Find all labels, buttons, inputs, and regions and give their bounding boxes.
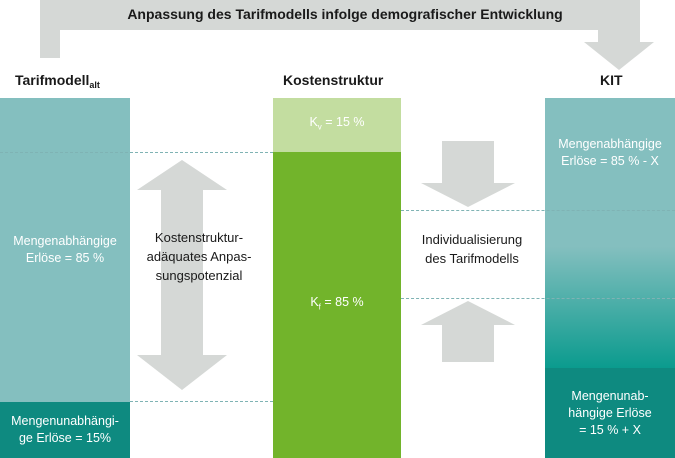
up-arrow <box>421 301 515 362</box>
left-upper-block: Mengenabhängige Erlöse = 85 % <box>0 98 130 402</box>
dashed-line-left-lower <box>130 401 273 402</box>
banner-arrow <box>40 0 654 70</box>
left-title-main: Tarifmodell <box>15 72 90 88</box>
individualization-label: Individualisierung des Tarifmodells <box>421 232 523 266</box>
adaptation-label: Kostenstruktur- adäquates Anpas- sungspo… <box>146 230 252 283</box>
left-title-sub: alt <box>89 80 100 90</box>
right-column-title: KIT <box>600 72 623 88</box>
right-lower-block: Mengenunab- hängige Erlöse = 15 % + X <box>545 368 675 458</box>
dashed-line-left-upper <box>0 152 273 153</box>
double-arrow <box>137 160 227 390</box>
left-lower-block: Mengenunabhängi- ge Erlöse = 15% <box>0 402 130 458</box>
left-lower-text: Mengenunabhängi- ge Erlöse = 15% <box>11 414 119 445</box>
kf-block: Kf = 85 % <box>273 152 401 458</box>
middle-column-title: Kostenstruktur <box>283 72 384 88</box>
left-column-title: Tarifmodellalt <box>15 72 100 90</box>
left-upper-text: Mengenabhängige Erlöse = 85 % <box>13 234 117 265</box>
dashed-line-right-upper <box>401 210 675 211</box>
right-upper-text: Mengenabhängige Erlöse = 85 % - X <box>558 137 662 168</box>
right-upper-block: Mengenabhängige Erlöse = 85 % - X <box>545 98 675 208</box>
kf-text: Kf = 85 % <box>310 295 364 312</box>
right-lower-text: Mengenunab- hängige Erlöse = 15 % + X <box>568 388 652 437</box>
kv-block: Kv = 15 % <box>273 98 401 152</box>
kv-text: Kv = 15 % <box>309 115 365 132</box>
kit-gradient-block <box>545 98 675 368</box>
dashed-line-right-lower <box>401 298 675 299</box>
down-arrow <box>421 141 515 207</box>
banner-title: Anpassung des Tarifmodells infolge demog… <box>127 6 563 22</box>
